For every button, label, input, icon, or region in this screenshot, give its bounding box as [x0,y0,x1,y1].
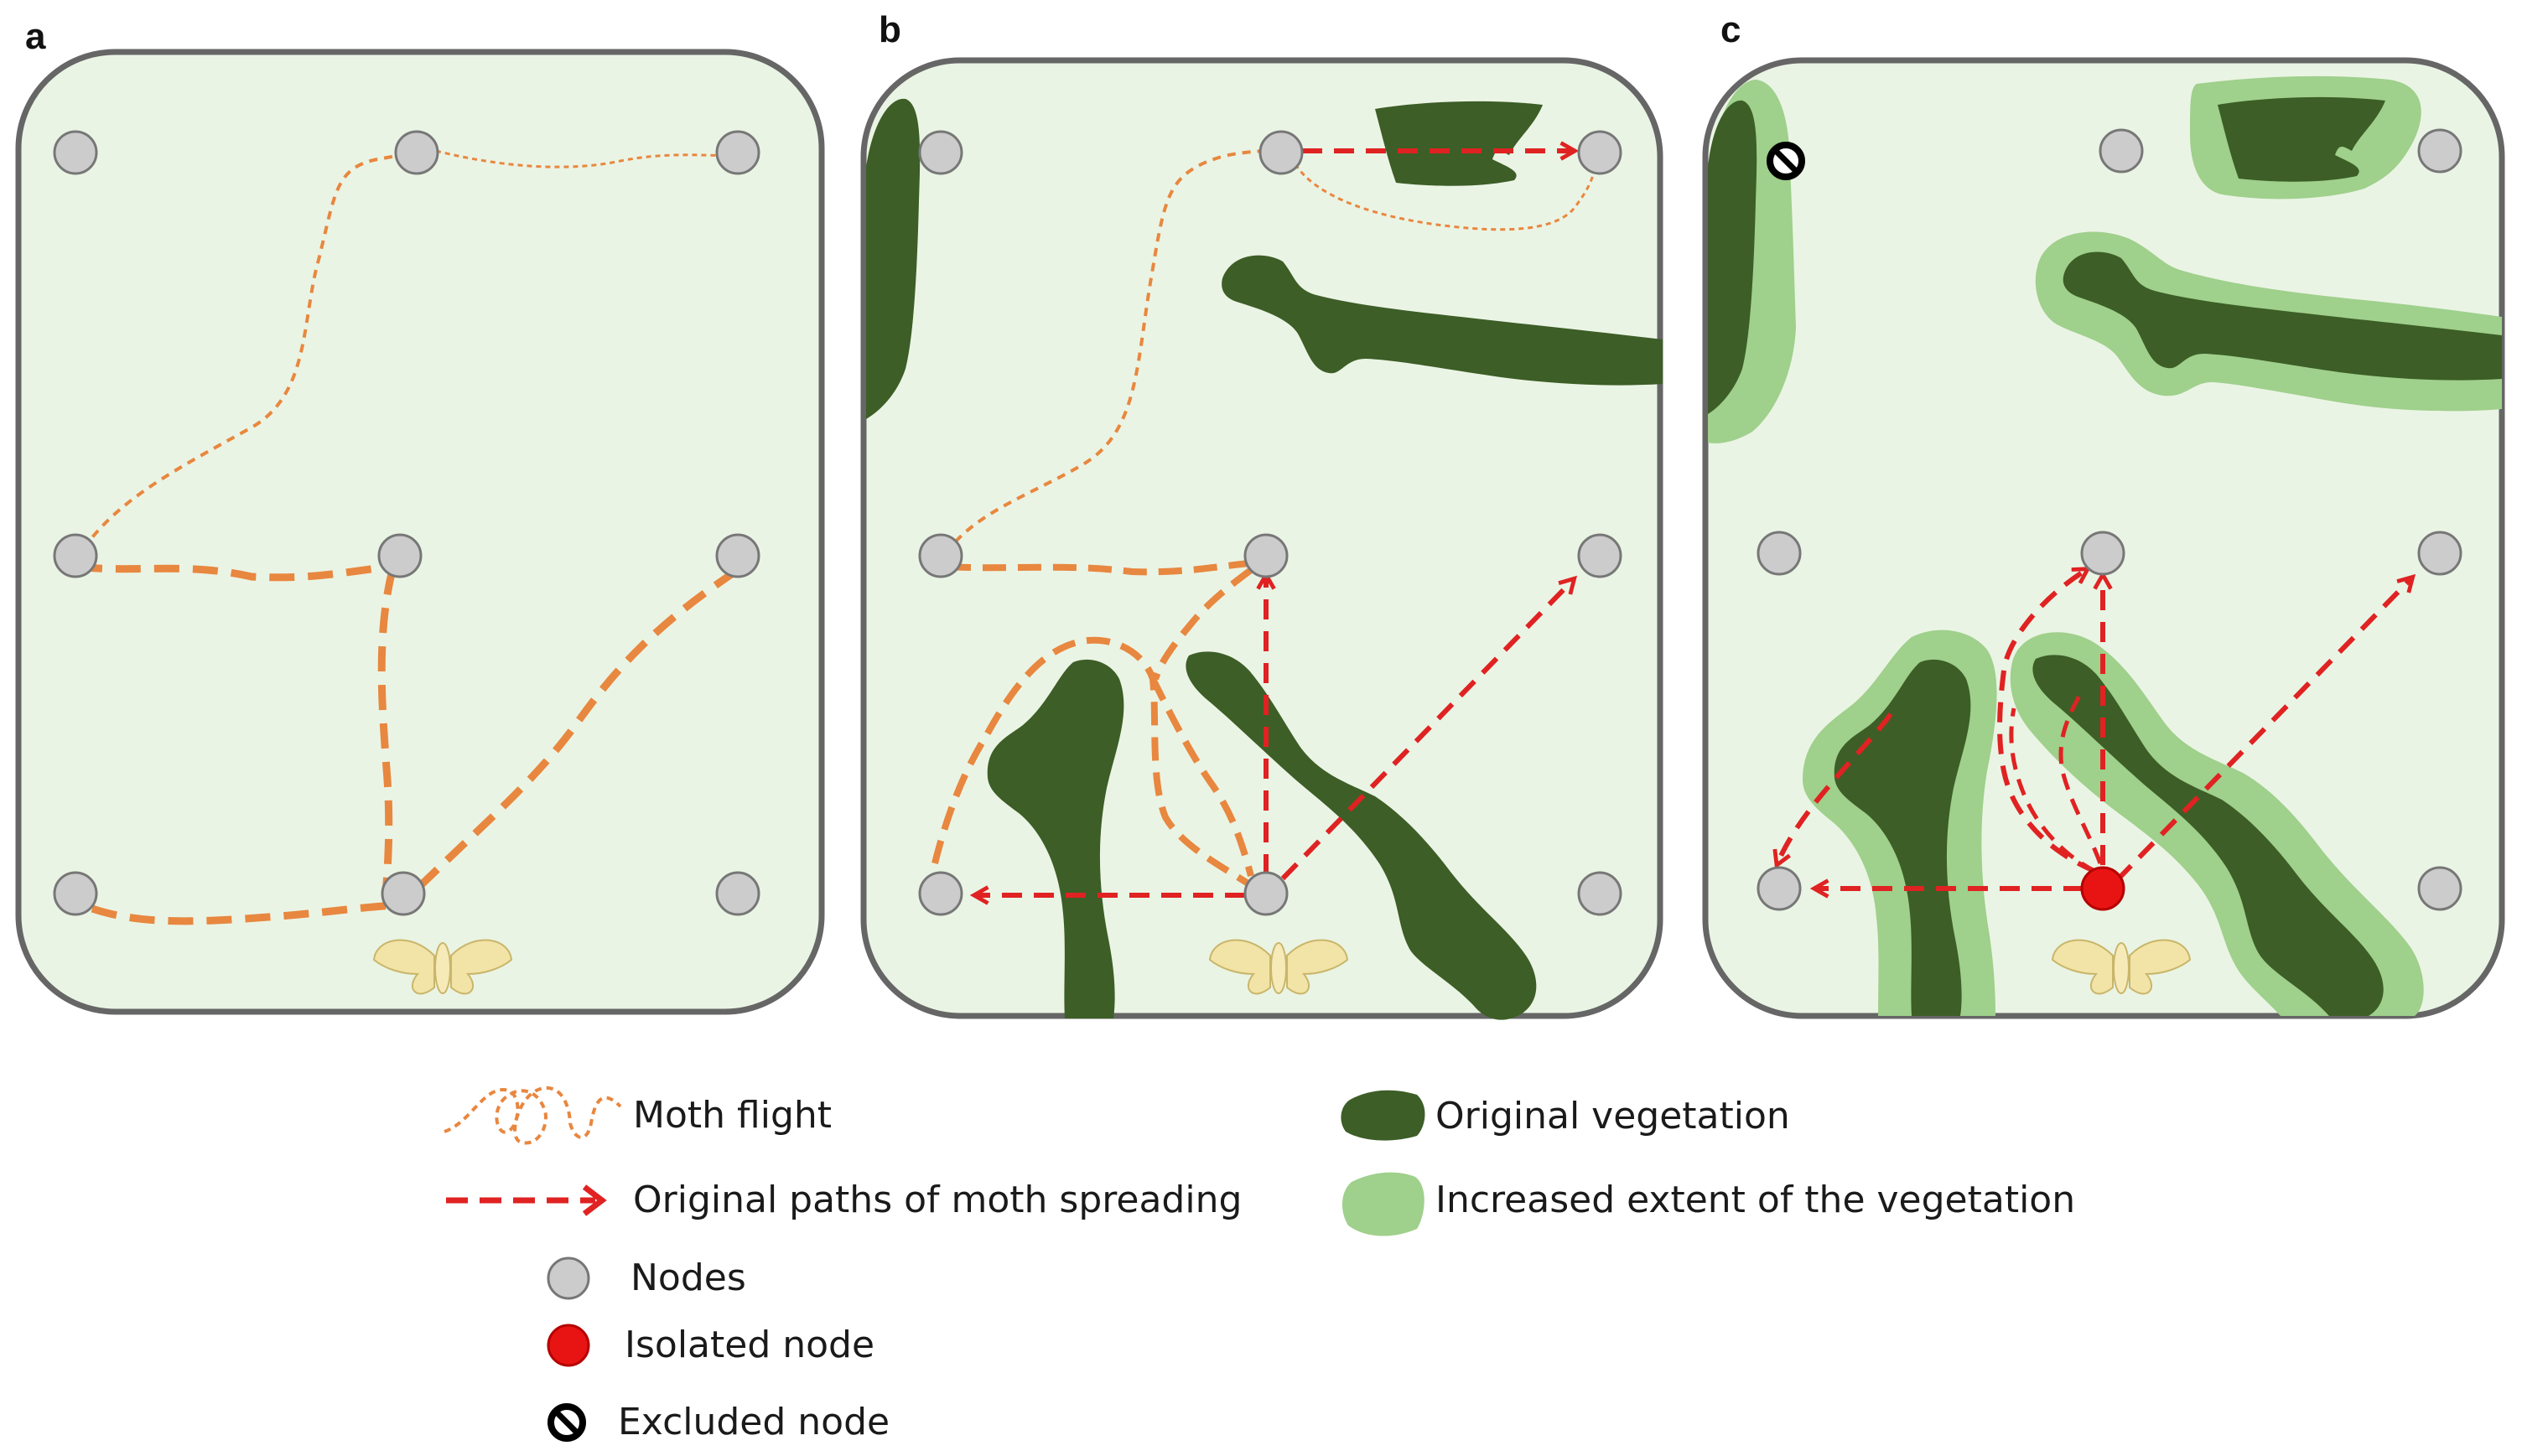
node [1577,533,1622,578]
spread-path [1280,575,1578,881]
moth-flight-path [1152,567,1253,681]
original-vegetation [1708,100,1757,415]
isolated-node [2080,866,2125,911]
original-vegetation [2063,251,2502,381]
node [1243,533,1289,578]
panel-b: b [860,9,1663,1020]
legend-increased-extent-label: Increased extent of the vegetation [1435,1179,2075,1221]
node [715,130,760,175]
node [2417,128,2462,174]
original-vegetation [1186,651,1537,1020]
legend: Moth flight Original paths of moth sprea… [444,1086,2075,1443]
panel-c: c [1702,9,2505,1019]
node [53,871,98,916]
excluded-node-swatch-icon [547,1403,586,1442]
moth-flight-path [74,151,418,562]
node [918,130,963,175]
original-vegetation [866,98,921,420]
node [2417,866,2462,911]
node [394,130,439,175]
vegetation-extent-swatch [1341,1172,1424,1236]
moth-flight-path [931,636,1252,888]
spread-path [2009,707,2098,874]
moth-flight-path [76,562,395,582]
moth-icon [372,939,513,995]
moth-flight-path [435,149,739,168]
legend-original-paths: Original paths of moth spreading [446,1179,1242,1221]
moth-flight-path [944,149,1275,555]
node [918,871,963,916]
spread-path [2058,694,2103,864]
node [53,130,98,175]
node [918,533,963,578]
legend-nodes-label: Nodes [630,1257,746,1299]
panel-letter-c: c [1720,9,1741,50]
node [1577,130,1622,175]
moth-flight-path [91,901,397,925]
node [715,533,760,578]
moth-icon [1208,939,1349,995]
legend-moth-flight-label: Moth flight [633,1094,832,1137]
node [2099,128,2144,174]
legend-moth-flight: Moth flight [444,1086,832,1145]
moth-flight-path [947,560,1250,576]
node [381,871,426,916]
node [1577,871,1622,916]
node [2417,531,2462,576]
node [1757,531,1802,576]
node [1243,871,1289,916]
vegetation-swatch [1341,1090,1425,1141]
moth-flight-path [416,567,740,890]
panel-letter-b: b [879,9,901,50]
legend-isolated-node-label: Isolated node [625,1324,874,1366]
legend-excluded-node-label: Excluded node [618,1401,890,1443]
spread-path [1772,712,1893,869]
moth-flight-swatch [444,1086,622,1145]
node [53,533,98,578]
original-vegetation [1375,101,1543,186]
moth-flight-path [377,568,397,896]
legend-nodes: Nodes [547,1257,746,1300]
legend-excluded-node: Excluded node [547,1401,890,1443]
original-vegetation [1834,659,1971,1016]
node [1757,866,1802,911]
node-swatch [547,1257,590,1300]
spread-path [1997,567,2098,874]
moth-flight-path [1149,677,1254,878]
node [715,871,760,916]
panel-a-frame [15,49,825,1015]
isolated-node-swatch [547,1324,590,1367]
excluded-node-icon [1767,142,1805,180]
legend-original-vegetation-label: Original vegetation [1435,1095,1790,1137]
panel-letter-a: a [25,16,46,57]
moth-icon [2051,939,2192,995]
original-vegetation [987,659,1124,1018]
legend-original-paths-label: Original paths of moth spreading [633,1179,1242,1221]
node [2080,531,2125,576]
legend-increased-extent: Increased extent of the vegetation [1341,1172,2075,1236]
legend-original-vegetation: Original vegetation [1341,1090,1790,1141]
panel-a: a [15,16,825,1015]
spread-path [2115,573,2416,883]
legend-isolated-node: Isolated node [547,1324,874,1367]
node [1258,130,1304,175]
original-vegetation [2218,96,2385,182]
original-vegetation [1222,255,1663,386]
original-vegetation [2032,655,2384,1016]
node [377,533,423,578]
arrow-icon [582,1184,607,1216]
